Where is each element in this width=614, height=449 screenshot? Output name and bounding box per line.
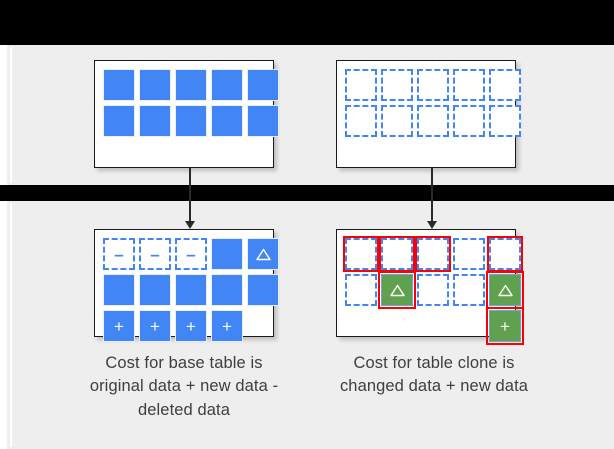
cell-1-5-dashed: [489, 69, 521, 101]
arrow-base-table: [183, 168, 197, 229]
cell-2-5-filled: [247, 105, 279, 137]
cell-2-3-filled: [175, 274, 207, 306]
cell-3-1-filled: +: [103, 310, 135, 342]
cell-2-5-filled: [247, 274, 279, 306]
plus-icon: +: [114, 316, 124, 336]
arrow-head: [427, 221, 437, 229]
base-table-original-grid: [103, 69, 279, 137]
cell-1-5-filled: [247, 238, 279, 270]
cell-2-3-dashed: [417, 274, 449, 306]
cell-1-5-filled: [247, 69, 279, 101]
bottom-left-gutter: [0, 201, 7, 449]
cell-3-4-empty: [453, 310, 485, 342]
table-clone-original-grid: [345, 69, 521, 137]
cell-1-4-filled: [211, 69, 243, 101]
cell-2-2-green: [378, 271, 416, 309]
cell-1-1-dashed: –: [103, 238, 135, 270]
cell-1-1-dashed: [345, 69, 377, 101]
cell-2-4-dashed: [453, 274, 485, 306]
cell-3-1-empty: [345, 310, 377, 342]
cell-3-4-filled: +: [211, 310, 243, 342]
minus-icon: –: [186, 244, 196, 264]
cell-2-2-filled: [139, 274, 171, 306]
cell-2-1-filled: [103, 274, 135, 306]
cell-2-4-filled: [211, 274, 243, 306]
base-table-original-card: [94, 60, 279, 168]
cell-2-5-dashed: [489, 105, 521, 137]
cell-1-4-dashed: [453, 69, 485, 101]
base-table-after-card: – – – + + + +: [94, 229, 279, 342]
cell-2-1-dashed: [345, 105, 377, 137]
top-left-gutter: [0, 45, 7, 185]
cell-1-2-filled: [139, 69, 171, 101]
table-clone-original-card: [336, 60, 521, 168]
base-table-after-grid: – – – + + + +: [103, 238, 279, 342]
arrow-table-clone: [425, 168, 439, 229]
cell-3-5-empty: [247, 310, 279, 342]
triangle-outline-icon: [389, 284, 405, 297]
bottom-left-gutter-line: [10, 203, 12, 447]
cell-1-4-dashed: [453, 238, 485, 270]
cell-2-2-dashed: [381, 105, 413, 137]
cell-2-5-green: [486, 271, 524, 309]
cell-2-4-dashed: [453, 105, 485, 137]
plus-icon: +: [500, 316, 510, 336]
top-left-gutter-line: [10, 47, 12, 183]
cell-1-1-dashed: [343, 236, 379, 272]
cell-1-5-dashed: [487, 236, 523, 272]
cell-2-3-dashed: [417, 105, 449, 137]
base-table-caption: Cost for base table is original data + n…: [89, 354, 279, 419]
triangle-outline-icon: [255, 248, 271, 261]
cell-3-2-empty: [381, 310, 413, 342]
minus-icon: –: [114, 244, 124, 264]
cell-1-4-filled: [211, 238, 243, 270]
arrow-shaft: [189, 168, 191, 222]
plus-icon: +: [150, 316, 160, 336]
top-section-background: [0, 45, 614, 185]
minus-icon: –: [150, 244, 160, 264]
triangle-outline-icon: [497, 284, 513, 297]
cell-3-3-empty: [417, 310, 449, 342]
cell-2-3-filled: [175, 105, 207, 137]
cell-1-3-dashed: [417, 69, 449, 101]
arrow-head: [185, 221, 195, 229]
cell-3-3-filled: +: [175, 310, 207, 342]
arrow-shaft: [431, 168, 433, 222]
cell-3-5-green: +: [486, 307, 524, 345]
table-clone-caption: Cost for table clone is changed data + n…: [339, 354, 529, 396]
cell-1-2-dashed: –: [139, 238, 171, 270]
cell-2-2-filled: [139, 105, 171, 137]
plus-icon: +: [186, 316, 196, 336]
cell-2-4-filled: [211, 105, 243, 137]
cell-1-2-dashed: [379, 236, 415, 272]
cell-3-2-filled: +: [139, 310, 171, 342]
cell-1-2-dashed: [381, 69, 413, 101]
cell-2-1-dashed: [345, 274, 377, 306]
cell-1-3-dashed: –: [175, 238, 207, 270]
plus-icon: +: [222, 316, 232, 336]
table-clone-after-grid: +: [343, 236, 524, 345]
cell-2-1-filled: [103, 105, 135, 137]
cell-1-3-dashed: [415, 236, 451, 272]
cell-1-3-filled: [175, 69, 207, 101]
cell-1-1-filled: [103, 69, 135, 101]
table-clone-after-card: +: [336, 229, 524, 345]
